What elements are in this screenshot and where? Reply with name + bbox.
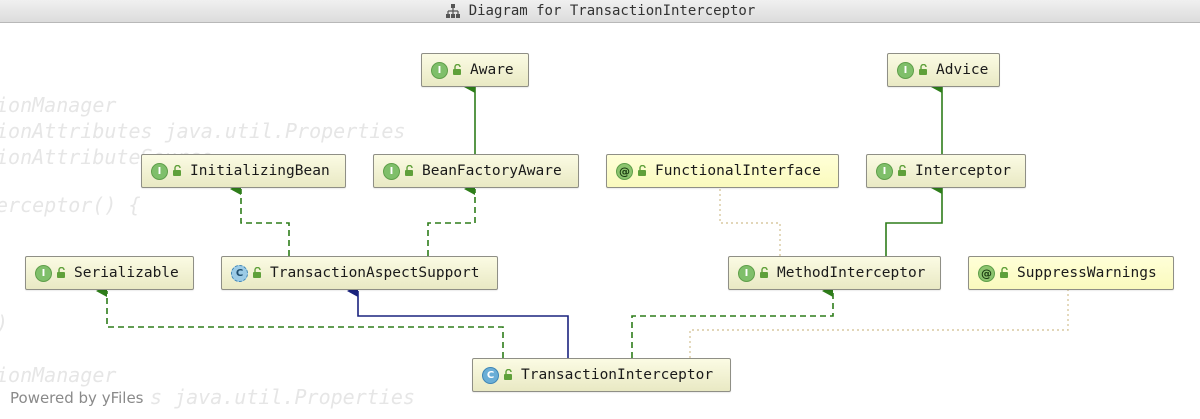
interface-badge-icon: I: [876, 162, 893, 180]
interface-badge-icon: I: [897, 61, 914, 79]
node-functional-interface[interactable]: @ FunctionalInterface: [606, 154, 839, 188]
unlocked-public-icon: [453, 64, 461, 75]
window-title-bar: Diagram for TransactionInterceptor: [0, 0, 1200, 23]
node-label: TransactionInterceptor: [521, 367, 714, 383]
node-bean-factory-aware[interactable]: I BeanFactoryAware: [373, 154, 579, 188]
edge-transactioninterceptor-implements-serializable: [96, 285, 504, 358]
node-label: Serializable: [74, 265, 179, 281]
interface-badge-icon: I: [431, 61, 448, 79]
node-suppress-warnings[interactable]: @ SuppressWarnings: [968, 256, 1174, 290]
node-label: MethodInterceptor: [777, 265, 926, 281]
edge-methodinterceptor-annotated-functionalinterface: [719, 188, 781, 256]
node-label: InitializingBean: [190, 163, 330, 179]
class-badge-icon: C: [482, 366, 499, 384]
diagram-canvas[interactable]: ionManager ionAttributes java.util.Prope…: [0, 23, 1200, 419]
hierarchy-diagram-icon: [445, 4, 460, 18]
node-method-interceptor[interactable]: I MethodInterceptor: [728, 256, 941, 290]
window-title: Diagram for TransactionInterceptor: [468, 3, 756, 19]
powered-by-footer: Powered by yFiles: [10, 389, 144, 407]
unlocked-public-icon: [253, 267, 261, 278]
unlocked-public-icon: [919, 64, 927, 75]
diagram-edges: [96, 81, 1069, 358]
abstract-class-badge-icon: C: [231, 264, 248, 282]
unlocked-public-icon: [898, 165, 906, 176]
edge-transactioninterceptor-implements-methodinterceptor: [631, 285, 834, 358]
node-label: Aware: [470, 62, 514, 78]
interface-badge-icon: I: [151, 162, 168, 180]
unlocked-public-icon: [760, 267, 768, 278]
edge-transactionaspectsupport-implements-beanfactoryaware: [427, 183, 476, 256]
unlocked-public-icon: [173, 165, 181, 176]
node-transaction-interceptor[interactable]: C TransactionInterceptor: [472, 358, 731, 392]
unlocked-public-icon: [638, 165, 646, 176]
node-label: SuppressWarnings: [1017, 265, 1157, 281]
node-label: TransactionAspectSupport: [270, 265, 480, 281]
unlocked-public-icon: [405, 165, 413, 176]
node-label: Interceptor: [915, 163, 1012, 179]
node-transaction-aspect-support[interactable]: C TransactionAspectSupport: [221, 256, 498, 290]
node-label: FunctionalInterface: [655, 163, 821, 179]
node-aware[interactable]: I Aware: [421, 53, 529, 87]
node-initializing-bean[interactable]: I InitializingBean: [141, 154, 346, 188]
unlocked-public-icon: [504, 369, 512, 380]
node-label: Advice: [936, 62, 989, 78]
node-interceptor[interactable]: I Interceptor: [866, 154, 1026, 188]
node-serializable[interactable]: I Serializable: [25, 256, 194, 290]
edge-transactioninterceptor-extends-transactionaspectsupport: [347, 285, 569, 358]
annotation-badge-icon: @: [978, 264, 995, 282]
unlocked-public-icon: [1000, 267, 1008, 278]
edge-methodinterceptor-extends-interceptor: [885, 182, 943, 256]
interface-badge-icon: I: [738, 264, 755, 282]
unlocked-public-icon: [57, 267, 65, 278]
edge-transactioninterceptor-annotated-suppresswarnings: [689, 290, 1069, 358]
edge-transactionaspectsupport-implements-initializingbean: [230, 183, 290, 256]
node-advice[interactable]: I Advice: [887, 53, 1000, 87]
node-label: BeanFactoryAware: [422, 163, 562, 179]
interface-badge-icon: I: [383, 162, 400, 180]
interface-badge-icon: I: [35, 264, 52, 282]
annotation-badge-icon: @: [616, 162, 633, 180]
